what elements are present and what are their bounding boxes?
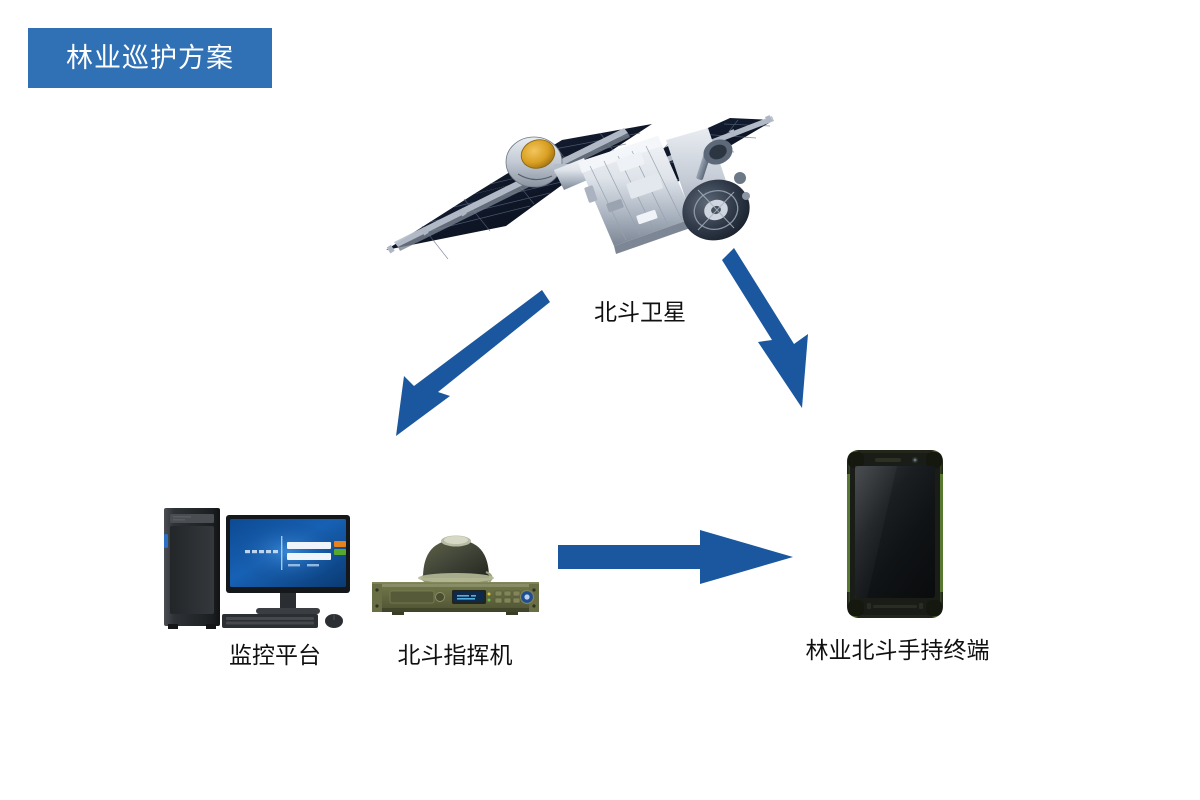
rack-chassis <box>372 582 539 615</box>
pc-tower <box>164 508 220 629</box>
monitoring-platform-node <box>150 490 355 635</box>
command-machine-node <box>368 520 543 630</box>
arrow-command-to-phone <box>558 530 793 584</box>
phone-corner-bumpers <box>848 452 942 616</box>
pc-keyboard <box>222 614 318 628</box>
satellite-aft-module <box>666 128 750 241</box>
pc-mouse <box>325 614 343 628</box>
desktop-computer-icon <box>164 508 350 629</box>
rugged-smartphone-icon <box>847 450 943 618</box>
satellite-main-body <box>578 136 696 254</box>
arrow-satellite-to-platform <box>396 290 550 436</box>
dome-antenna <box>418 535 494 587</box>
arrow-satellite-to-phone <box>722 248 808 408</box>
command-machine-label: 北斗指挥机 <box>397 643 513 669</box>
satellite-label: 北斗卫星 <box>594 300 686 326</box>
handheld-terminal-label: 林业北斗手持终端 <box>805 638 990 664</box>
title-banner: 林业巡护方案 <box>28 28 272 88</box>
handheld-terminal-node <box>845 448 945 620</box>
phone-earpiece <box>875 456 919 464</box>
satellite-icon <box>386 115 774 260</box>
phone-bottom-grille <box>867 603 923 609</box>
page-title: 林业巡护方案 <box>66 42 234 74</box>
rackmount-command-unit-icon <box>372 535 539 615</box>
satellite-node <box>378 100 778 300</box>
monitoring-platform-label: 监控平台 <box>229 643 321 669</box>
monitor-screen-content <box>245 536 346 570</box>
pc-monitor <box>226 515 350 614</box>
